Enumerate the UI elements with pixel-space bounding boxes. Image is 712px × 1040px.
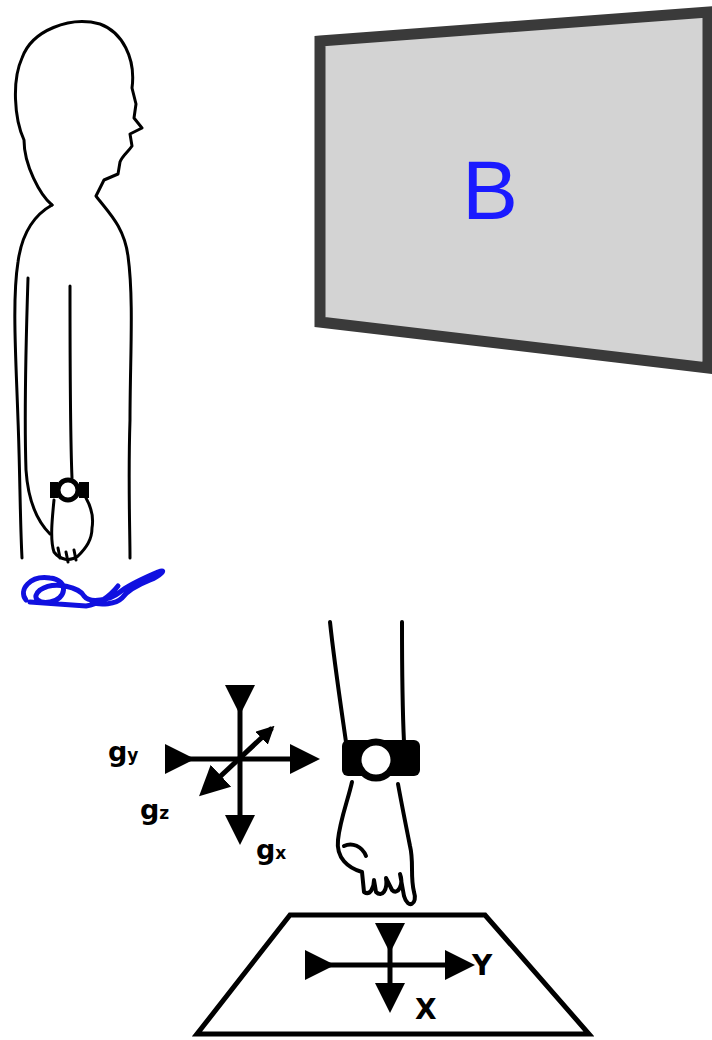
watch-face	[358, 742, 394, 778]
sensor-axes	[180, 700, 305, 830]
axis-label: gz	[140, 796, 169, 823]
handwritten-scribble	[23, 571, 162, 606]
shape-outline	[192, 910, 594, 1038]
axis-label: gy	[108, 738, 138, 765]
display-screen: B	[310, 4, 712, 376]
writing-pad: YX	[192, 910, 594, 1038]
displayed-letter: B	[462, 148, 518, 232]
axis-label: Y	[472, 952, 492, 980]
person-silhouette	[15, 22, 142, 562]
axis-label: X	[415, 996, 437, 1024]
axis-label: gx	[256, 836, 286, 863]
